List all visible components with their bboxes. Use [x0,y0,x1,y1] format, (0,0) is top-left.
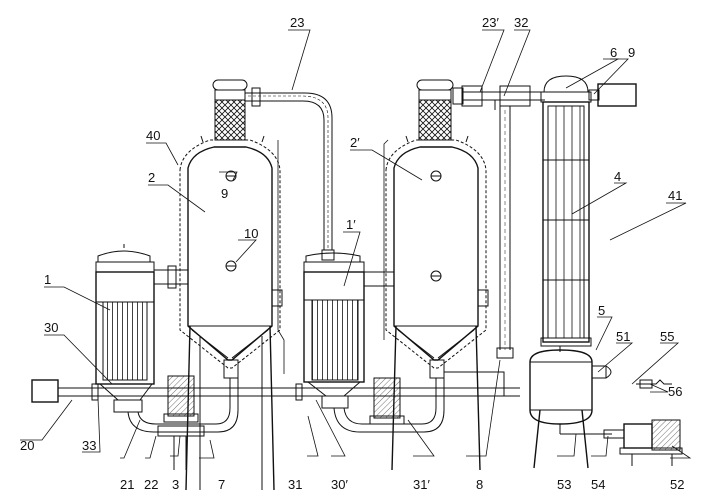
label-33: 33 [82,438,96,453]
heater-1-prime [303,252,395,409]
label-56: 56 [668,384,682,399]
label-9-condenser: 9 [628,45,635,60]
receiver-tank-5 [529,349,612,469]
label-30: 30 [44,320,58,335]
label-2: 2 [148,170,155,185]
leader-lines [20,29,692,459]
label-2-prime: 2′ [350,135,360,150]
label-9-evaporator: 9 [221,186,228,201]
label-52: 52 [670,477,684,492]
label-1: 1 [44,272,51,287]
label-5: 5 [598,303,605,318]
label-32: 32 [514,15,528,30]
label-54: 54 [591,477,605,492]
evaporator-2-prime [385,79,489,471]
label-41: 41 [668,188,682,203]
label-6: 6 [610,45,617,60]
label-31-prime: 31′ [413,477,430,492]
label-3: 3 [172,477,179,492]
condenser-4 [540,75,637,352]
label-20: 20 [20,438,34,453]
heater-1 [95,244,189,413]
label-23-prime: 23′ [482,15,499,30]
pipework [31,139,520,470]
label-21: 21 [120,477,134,492]
label-40: 40 [146,128,160,143]
label-22: 22 [144,477,158,492]
label-30-prime: 30′ [331,477,348,492]
label-10: 10 [244,226,258,241]
vapor-pipe-23 [245,87,335,261]
vapor-pipe-23-prime [452,85,545,359]
label-31: 31 [288,477,302,492]
label-51: 51 [616,329,630,344]
label-4: 4 [614,169,621,184]
label-1-prime: 1′ [346,217,356,232]
label-55: 55 [660,329,674,344]
part-labels: 1 1′ 2 2′ 3 4 5 6 7 8 9 9 10 20 21 22 23… [20,15,684,492]
label-23: 23 [290,15,304,30]
pump-52 [603,379,683,466]
label-7: 7 [218,477,225,492]
evaporator-2 [179,79,283,491]
label-53: 53 [557,477,571,492]
label-8: 8 [476,477,483,492]
